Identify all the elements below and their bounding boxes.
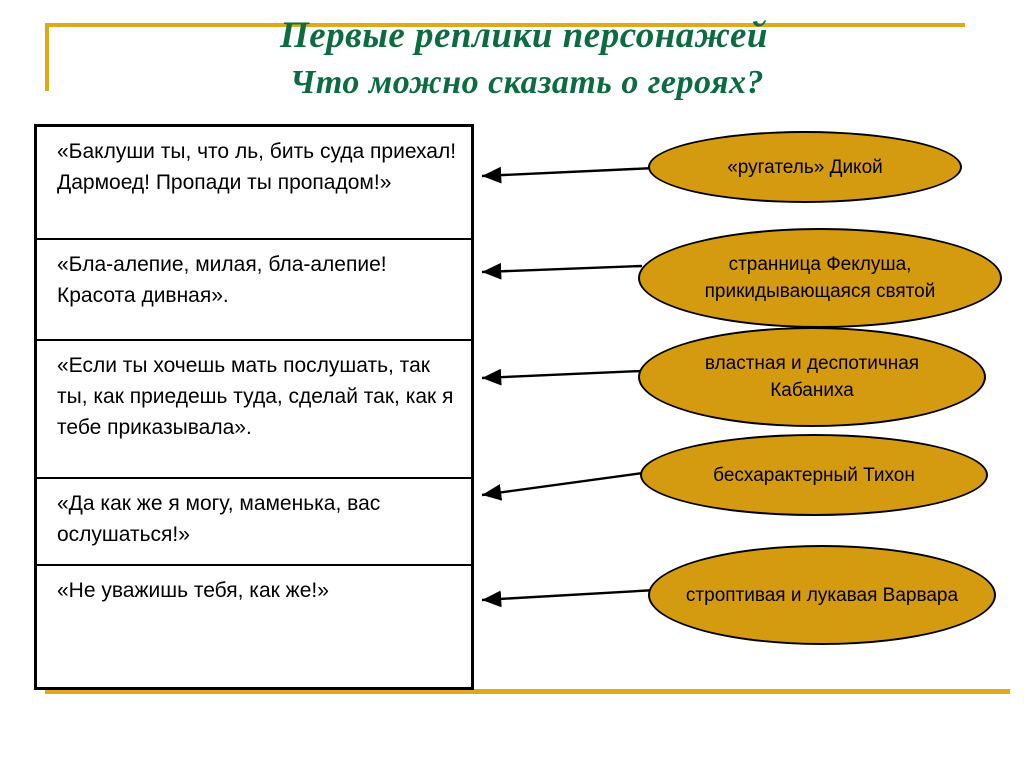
- character-label: странница Феклуша, прикидывающаяся свято…: [704, 254, 936, 302]
- character-ellipse-dikoy[interactable]: «ругатель» Дикой: [648, 131, 962, 203]
- character-label: бесхарактерный Тихон: [713, 464, 915, 486]
- connector-arrow: [481, 471, 644, 501]
- table-row: «Бла-алепие, милая, бла-алепие! Красота …: [37, 240, 471, 341]
- title-line-secondary: Что можно сказать о героях?: [289, 64, 765, 101]
- connector-arrow: [481, 588, 657, 608]
- table-row: «Если ты хочешь мать послушать, так ты, …: [37, 341, 471, 479]
- title-line-primary: Первые реплики персонажей: [279, 15, 768, 56]
- quote-text: «Если ты хочешь мать послушать, так ты, …: [57, 354, 454, 439]
- character-label: строптивая и лукавая Варвара: [685, 584, 959, 606]
- connector-arrow: [481, 368, 642, 386]
- table-row: «Баклуши ты, что ль, бить суда приехал! …: [37, 127, 471, 240]
- quote-text: «Да как же я могу, маменька, вас ослушат…: [57, 492, 381, 546]
- character-ellipse-varvara[interactable]: строптивая и лукавая Варвара: [648, 545, 996, 645]
- table-row: «Да как же я могу, маменька, вас ослушат…: [37, 479, 471, 566]
- decorative-top-rule: [45, 23, 965, 27]
- decorative-bottom-rule: [45, 689, 1010, 694]
- decorative-left-rule: [45, 23, 49, 91]
- quote-text: «Бла-алепие, милая, бла-алепие! Красота …: [57, 253, 387, 307]
- quote-text: «Баклуши ты, что ль, бить суда приехал! …: [57, 140, 457, 194]
- connector-arrow: [481, 166, 656, 184]
- table-row: «Не уважишь тебя, как же!»: [37, 566, 471, 687]
- character-ellipse-tikhon[interactable]: бесхарактерный Тихон: [640, 434, 988, 516]
- slide-title: Первые реплики персонажей Что можно сказ…: [0, 14, 1024, 104]
- character-label: властная и деспотичная Кабаниха: [704, 353, 920, 401]
- connector-arrow: [481, 262, 643, 280]
- character-label: «ругатель» Дикой: [727, 156, 883, 178]
- quote-text: «Не уважишь тебя, как же!»: [57, 579, 329, 602]
- character-ellipse-feklusha[interactable]: странница Феклуша, прикидывающаяся свято…: [638, 228, 1002, 328]
- quotes-table: «Баклуши ты, что ль, бить суда приехал! …: [34, 124, 474, 690]
- character-ellipse-kabanikha[interactable]: властная и деспотичная Кабаниха: [638, 327, 986, 427]
